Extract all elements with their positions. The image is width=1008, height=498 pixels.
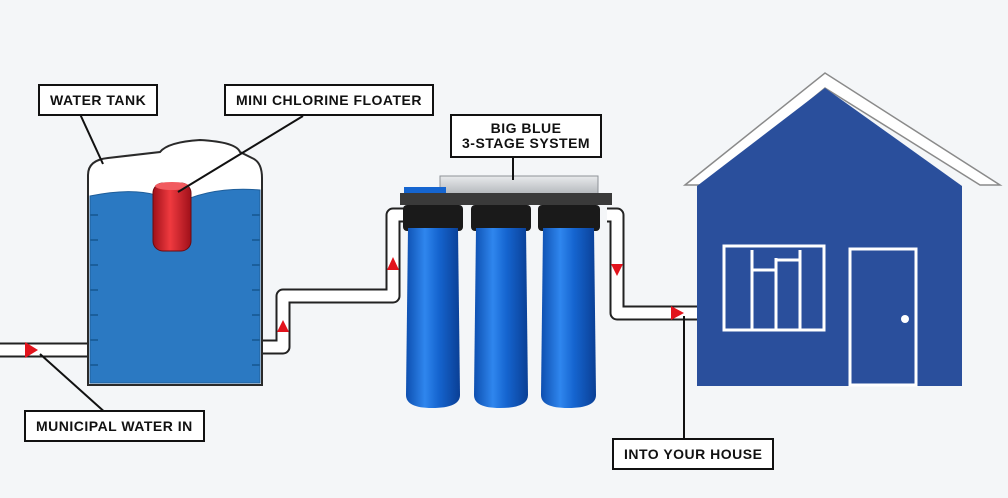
flow-arrows	[25, 257, 684, 358]
flow-arrow-icon	[671, 306, 684, 320]
filter-system-label: BIG BLUE 3-STAGE SYSTEM	[450, 114, 603, 158]
callout-lines	[39, 113, 685, 440]
filter-housing-3	[538, 205, 600, 408]
filter-system-label-line2: 3-STAGE SYSTEM	[462, 135, 591, 151]
municipal-water-label: MUNICIPAL WATER IN	[24, 410, 205, 442]
house-icon	[682, 72, 1003, 387]
chlorine-floater-label: MINI CHLORINE FLOATER	[224, 84, 435, 116]
house-door	[848, 247, 918, 387]
water-tank-icon	[87, 138, 263, 386]
flow-arrow-icon	[25, 342, 38, 358]
flow-arrow-icon	[277, 320, 289, 332]
into-house-label: INTO YOUR HOUSE	[612, 438, 775, 470]
chlorine-floater-icon	[152, 182, 192, 252]
filter-housing-1	[403, 205, 463, 408]
flow-arrow-icon	[611, 264, 623, 276]
filter-system-label-line1: BIG BLUE	[490, 120, 562, 136]
filter-system-icon	[400, 175, 612, 408]
flow-arrow-icon	[387, 257, 399, 270]
filter-housing-2	[471, 205, 531, 408]
house-window	[722, 244, 826, 332]
water-tank-label: WATER TANK	[38, 84, 159, 116]
